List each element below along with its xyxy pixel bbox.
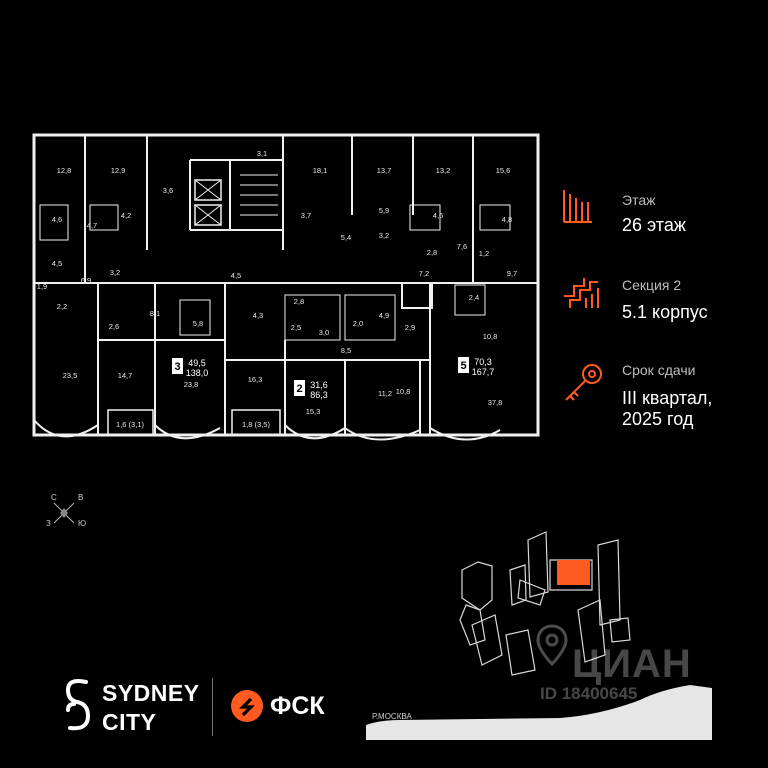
room-area: 15,3	[306, 407, 321, 416]
selected-building	[557, 560, 590, 585]
brand-divider	[212, 678, 213, 736]
room-area: 7,6	[457, 242, 467, 251]
deadline-line2: 2025 год	[622, 409, 694, 429]
room-area: 23,5	[63, 371, 78, 380]
compass-west: З	[46, 519, 51, 528]
deadline-label: Срок сдачи	[622, 362, 696, 378]
apartment-rooms: 2	[296, 383, 302, 395]
room-area: 1,2	[479, 249, 489, 258]
room-area: 16,3	[248, 375, 263, 384]
apartment-area: 70,3	[474, 357, 492, 367]
room-area: 2,8	[427, 248, 437, 257]
room-area: 3,6	[163, 186, 173, 195]
apartment-badge-5[interactable]: 5 70,3 167,7	[458, 357, 494, 377]
fsk-logo-icon	[231, 690, 263, 722]
apartment-badge-3[interactable]: 3 49,5 138,0	[172, 358, 208, 378]
room-area: 12,9	[111, 166, 126, 175]
compass-east: В	[78, 493, 83, 502]
compass-south: Ю	[78, 519, 86, 528]
room-area: 4,5	[231, 271, 241, 280]
compass-north: С	[51, 493, 57, 502]
room-area: 4,6	[433, 211, 443, 220]
room-area: 2,2	[57, 302, 67, 311]
room-area: 2,5	[291, 323, 301, 332]
room-area: 10,8	[483, 332, 498, 341]
room-area: 8,1	[150, 309, 160, 318]
room-area: 1,8 (3,5)	[242, 420, 270, 429]
compass-icon: С В З Ю	[46, 493, 86, 528]
floor-value: 26 этаж	[622, 215, 686, 235]
room-area: 8,5	[341, 346, 351, 355]
apartment-area: 49,5	[188, 358, 206, 368]
section-icon	[562, 276, 602, 310]
room-area: 18,1	[313, 166, 328, 175]
apartment-total: 86,3	[310, 390, 328, 400]
room-area: 12,8	[57, 166, 72, 175]
room-area: 4,9	[379, 311, 389, 320]
floor-icon	[562, 188, 594, 224]
apartment-badge-2[interactable]: 2 31,6 86,3	[294, 380, 328, 400]
room-area: 13,7	[377, 166, 392, 175]
key-icon	[562, 362, 604, 404]
brand-name-line2: CITY	[102, 709, 157, 735]
room-area: 7,2	[419, 269, 429, 278]
room-area: 15,6	[496, 166, 511, 175]
brand-name-line1: SYDNEY	[102, 680, 200, 706]
room-area: 9,7	[507, 269, 517, 278]
room-area: 2,9	[405, 323, 415, 332]
room-area: 1,6 (3,1)	[116, 420, 144, 429]
room-area: 3,2	[379, 231, 389, 240]
apartment-total: 138,0	[186, 368, 209, 378]
room-area: 4,7	[87, 221, 97, 230]
apartment-rooms: 5	[460, 360, 466, 372]
room-area: 2,0	[353, 319, 363, 328]
room-area: 14,7	[118, 371, 133, 380]
room-area: 6,9	[81, 276, 91, 285]
watermark-id: ID 18400645	[540, 684, 638, 703]
room-area: 3,7	[301, 211, 311, 220]
room-area: 11,2	[378, 389, 392, 398]
room-area: 3,2	[110, 268, 120, 277]
watermark-text: ЦИАН	[572, 642, 692, 686]
developer-name: ФСК	[270, 692, 325, 720]
section-label: Секция 2	[622, 277, 682, 293]
room-area: 2,8	[294, 297, 304, 306]
room-area: 4,6	[52, 215, 62, 224]
room-area: 1,9	[37, 282, 47, 291]
section-value: 5.1 корпус	[622, 302, 708, 322]
room-area: 4,2	[121, 211, 131, 220]
room-area: 3,0	[319, 328, 329, 337]
apartment-rooms: 3	[174, 361, 180, 373]
room-area: 13,2	[436, 166, 451, 175]
room-area: 2,4	[469, 293, 479, 302]
room-area: 37,8	[488, 398, 503, 407]
room-area: 3,1	[257, 149, 267, 158]
floor-label: Этаж	[622, 192, 656, 208]
room-area: 5,9	[379, 206, 389, 215]
room-area: 4,5	[52, 259, 62, 268]
room-area: 5,4	[341, 233, 351, 242]
room-area: 2,6	[109, 322, 119, 331]
deadline-line1: III квартал,	[622, 388, 713, 408]
river-label: Р.МОСКВА	[372, 712, 412, 721]
room-area: 10,8	[396, 387, 411, 396]
location-pin-icon	[536, 624, 568, 667]
room-area: 4,3	[253, 311, 263, 320]
room-area: 23,8	[184, 380, 199, 389]
river-bank	[366, 685, 712, 740]
apartment-area: 31,6	[310, 380, 328, 390]
site-map	[459, 531, 631, 676]
room-area: 5,8	[193, 319, 203, 328]
sydney-city-logo-icon	[62, 676, 92, 736]
room-area: 4,8	[502, 215, 512, 224]
apartment-total: 167,7	[472, 367, 495, 377]
